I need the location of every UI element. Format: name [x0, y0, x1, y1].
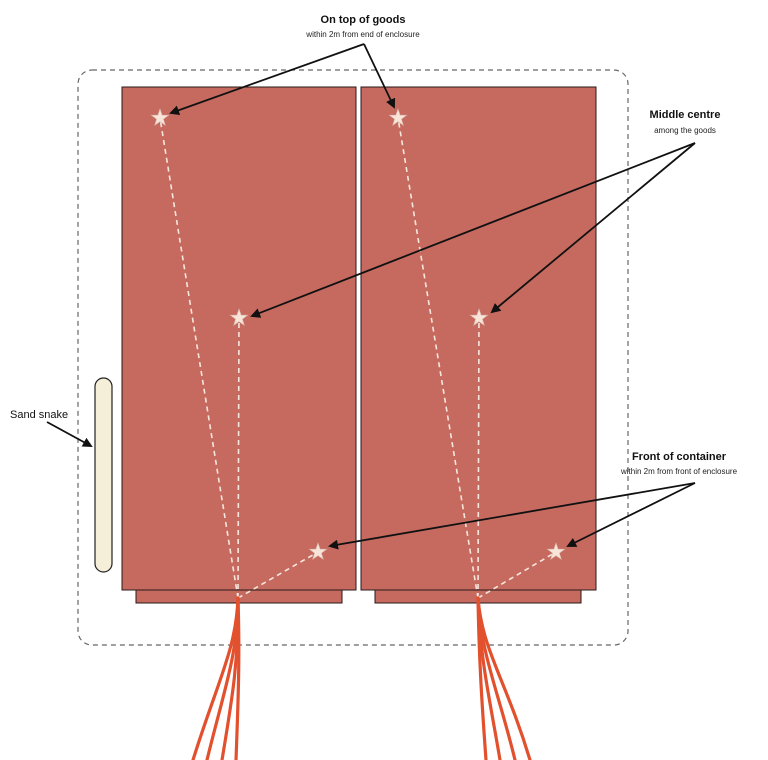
callout-arrows [46, 43, 696, 550]
sensor-line [237, 551, 319, 599]
sensor-lines-left [159, 117, 319, 599]
label-front-title: Front of container [632, 451, 727, 463]
sensor-line [397, 117, 479, 599]
label-sand-snake: Sand snake [10, 409, 68, 421]
arrow-icon [490, 142, 696, 314]
arrow-icon [363, 43, 396, 109]
arrow-icon [250, 142, 696, 318]
sensor-line [237, 317, 240, 599]
cable-icon [476, 596, 532, 760]
label-top-subtitle: within 2m from end of enclosure [305, 30, 420, 39]
label-middle-title: Middle centre [650, 109, 721, 121]
star-icon [469, 308, 489, 327]
sensor-line [159, 117, 239, 599]
cable-bundle-left [191, 596, 241, 760]
label-top-title: On top of goods [321, 14, 406, 26]
sensor-lines-right [397, 117, 557, 599]
arrow-icon [169, 43, 365, 116]
star-icon [308, 542, 328, 561]
sensor-stars [150, 108, 566, 561]
label-middle-subtitle: among the goods [654, 126, 716, 135]
cable-icon [234, 596, 241, 760]
sand-snake [94, 377, 113, 573]
sensor-line [477, 317, 480, 599]
arrow-icon [566, 482, 696, 547]
enclosure-outline [77, 69, 629, 646]
sensor-line [477, 551, 557, 599]
star-icon [229, 308, 249, 327]
star-icon [150, 108, 170, 127]
arrow-icon [328, 482, 696, 550]
star-icon [388, 108, 408, 127]
cable-bundle-right [476, 596, 532, 760]
arrow-icon [46, 421, 93, 447]
label-front-subtitle: within 2m from front of enclosure [620, 467, 738, 476]
cable-icon [191, 596, 240, 760]
star-icon [546, 542, 566, 561]
